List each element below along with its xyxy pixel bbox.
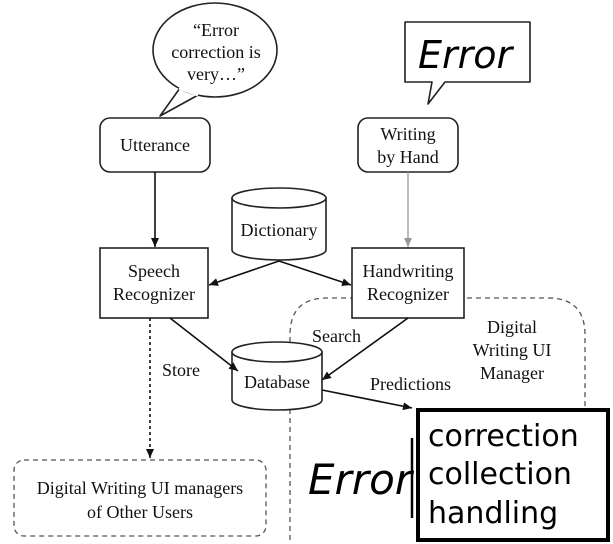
arrow-dictionary-to-speech <box>208 260 280 286</box>
database-node: Database <box>231 341 323 411</box>
ui-manager-line-2: Writing UI <box>473 340 552 360</box>
speech-bubble-line-1: “Error <box>193 20 239 40</box>
dictionary-label: Dictionary <box>241 220 318 240</box>
handwritten-bubble-text: Error <box>418 33 515 77</box>
writing-by-hand-line-2: by Hand <box>377 147 439 167</box>
prediction-item[interactable]: collection <box>428 457 572 492</box>
arrow-speech-to-database <box>169 317 239 372</box>
ui-manager-region <box>289 297 586 540</box>
other-users-line-1: Digital Writing UI managers <box>37 478 243 498</box>
handwriting-recognizer-line-2: Recognizer <box>367 284 449 304</box>
arrow-database-to-predictions <box>321 389 413 411</box>
prediction-item[interactable]: handling <box>428 496 558 531</box>
ui-manager-label: Digital Writing UI Manager <box>473 317 552 383</box>
arrow-dictionary-to-handwriting <box>278 260 352 286</box>
speech-recognizer-line-2: Recognizer <box>113 284 195 304</box>
speech-bubble-line-3: very…” <box>187 64 245 84</box>
ui-manager-line-1: Digital <box>487 317 537 337</box>
other-users-node: Digital Writing UI managers of Other Use… <box>13 459 267 537</box>
arrow-handwriting-to-database <box>321 317 409 381</box>
speech-recognizer-node: Speech Recognizer <box>99 247 209 319</box>
handwritten-input-text: Error <box>308 455 415 504</box>
handwriting-recognizer-node: Handwriting Recognizer <box>351 247 465 319</box>
utterance-node: Utterance <box>99 117 211 173</box>
handwriting-recognizer-line-1: Handwriting <box>363 261 454 281</box>
speech-bubble-line-2: correction is <box>171 42 260 62</box>
speech-recognizer-line-1: Speech <box>128 261 180 281</box>
predictions-label: Predictions <box>370 374 451 394</box>
other-users-line-2: of Other Users <box>87 502 193 522</box>
writing-by-hand-line-1: Writing <box>380 124 435 144</box>
predictions-list: correction collection handling <box>416 408 610 542</box>
writing-by-hand-node: Writing by Hand <box>357 117 459 173</box>
utterance-label: Utterance <box>120 135 190 155</box>
store-label: Store <box>162 360 200 380</box>
handwritten-input: Error <box>308 438 415 518</box>
ui-manager-line-3: Manager <box>480 363 544 383</box>
speech-bubble: “Error correction is very…” <box>152 2 278 117</box>
handwritten-bubble: Error <box>404 21 531 105</box>
database-label: Database <box>244 372 310 392</box>
search-label: Search <box>312 326 361 346</box>
prediction-item[interactable]: correction <box>428 419 579 454</box>
dictionary-node: Dictionary <box>231 187 327 261</box>
